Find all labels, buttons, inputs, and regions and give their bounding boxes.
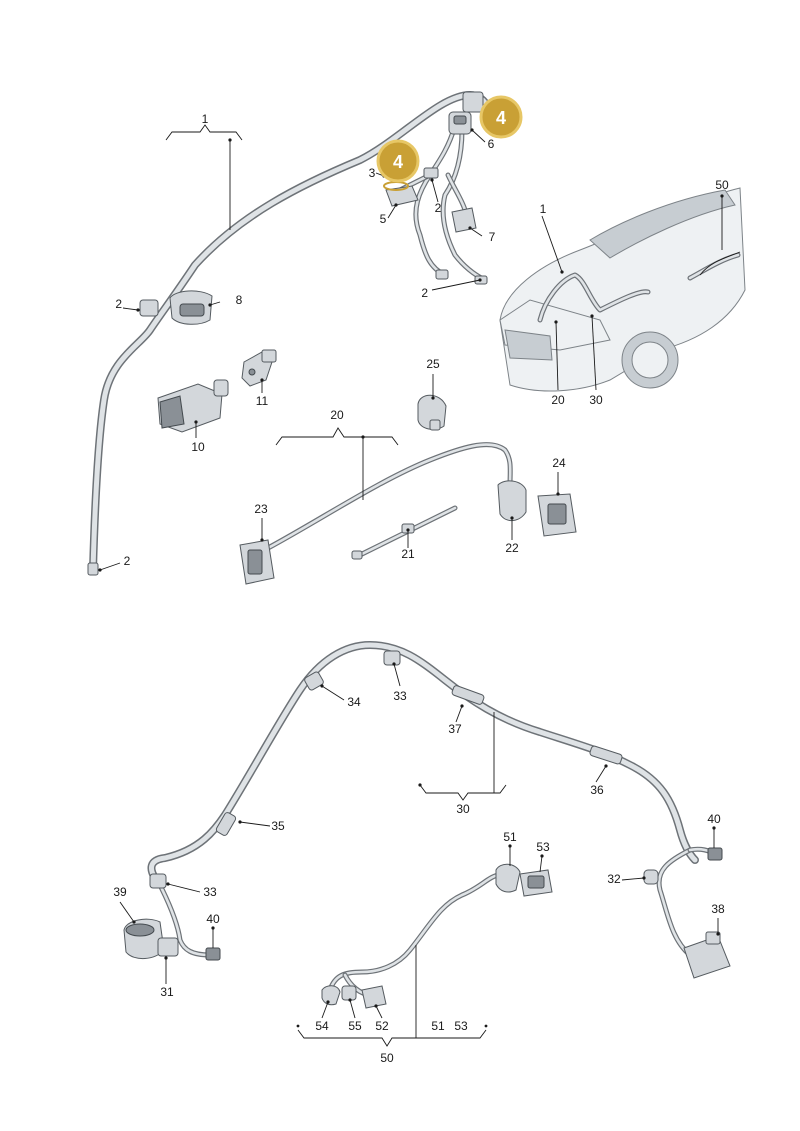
sensor-38 [683,931,731,979]
label-54: 54 [315,1019,329,1033]
clip-2-left [139,299,159,317]
label-35: 35 [271,819,285,833]
bracket-20 [275,427,399,500]
connector-55 [341,985,357,1001]
connector-52 [361,985,387,1009]
label-55: 55 [348,1019,362,1033]
badge-number: 4 [496,108,506,128]
connector-top [462,91,484,113]
bracket-30 [418,712,507,801]
label-36: 36 [590,783,604,797]
label-50-car: 50 [715,178,729,192]
label-3: 3 [369,166,376,180]
label-11: 11 [256,394,269,408]
clips-2-bottom [435,269,488,285]
label-30-bracket: 30 [456,802,470,816]
label-21: 21 [401,547,415,561]
label-34: 34 [347,695,361,709]
harness-20 [265,442,513,560]
leader-lines [98,128,724,1019]
car-front-icon [499,187,746,392]
connector-24 [537,493,577,537]
label-7: 7 [489,230,496,244]
label-20-car: 20 [551,393,565,407]
label-6: 6 [488,137,495,151]
label-24: 24 [552,456,566,470]
label-25: 25 [426,357,440,371]
label-33-left: 33 [203,885,217,899]
label-40-left: 40 [206,912,220,926]
label-53-top: 53 [536,840,550,854]
connector-22 [497,480,527,521]
connector-8 [169,290,213,325]
label-30-car: 30 [589,393,603,407]
highlight-badge-4-right: 4 [479,95,523,139]
label-2-mid: 2 [435,201,442,215]
label-20: 20 [330,408,344,422]
label-51-bottom: 51 [431,1019,445,1033]
label-38: 38 [711,902,725,916]
label-2-left: 2 [115,297,122,311]
badge-number: 4 [393,152,403,172]
label-40-right: 40 [707,812,721,826]
clip-25 [417,394,447,431]
label-31: 31 [160,985,174,999]
connector-7 [451,207,477,233]
clip-3 [423,167,439,179]
label-53-bottom: 53 [454,1019,468,1033]
plug-11 [241,349,277,387]
connector-10 [157,379,229,433]
connector-53 [519,869,553,897]
bracket-50 [296,945,488,1047]
label-1-car: 1 [540,202,547,216]
sensor-39 [123,918,179,959]
label-52: 52 [375,1019,389,1033]
label-1: 1 [202,112,209,126]
part-labels: 1 2 2 2 2 3 5 6 7 8 10 11 20 21 22 23 24… [113,112,729,1065]
connector-51 [495,863,521,893]
label-51-top: 51 [503,830,517,844]
highlight-badge-4-left: 4 [376,139,420,183]
label-23: 23 [254,502,268,516]
connector-23 [239,539,275,585]
label-33-top: 33 [393,689,407,703]
bracket-1 [165,124,243,230]
label-8: 8 [236,293,243,307]
harness-50 [327,872,503,998]
label-32: 32 [607,872,621,886]
label-5: 5 [380,212,387,226]
label-50-bracket: 50 [380,1051,394,1065]
harness-1 [87,91,492,576]
harness-30 [147,641,723,961]
label-22: 22 [505,541,519,555]
connector-54 [321,985,341,1006]
connector-6 [448,111,472,135]
label-39: 39 [113,885,127,899]
label-37: 37 [448,722,462,736]
label-2-bottom: 2 [421,286,428,300]
label-10: 10 [191,440,205,454]
label-2-end: 2 [124,554,131,568]
